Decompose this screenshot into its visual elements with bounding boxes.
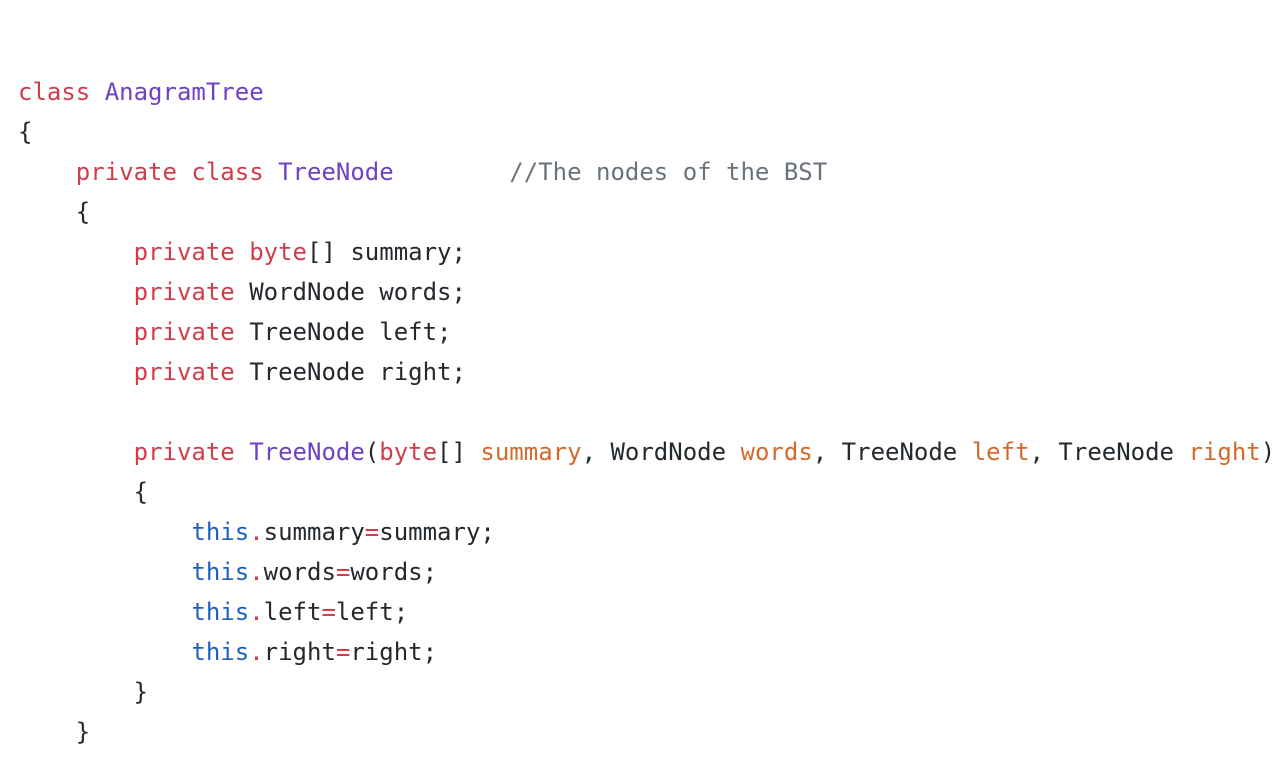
code-token: ) <box>1260 438 1276 466</box>
code-token: class <box>191 158 264 186</box>
code-token <box>18 358 134 386</box>
code-token: right <box>263 638 336 666</box>
code-token: { <box>18 118 33 146</box>
code-token <box>18 278 134 306</box>
code-line: class AnagramTree <box>18 72 1275 112</box>
code-token: ( <box>364 438 380 466</box>
code-token: = <box>321 598 336 626</box>
code-line: private class TreeNode //The nodes of th… <box>18 152 1275 192</box>
code-token: . <box>249 598 264 626</box>
code-token <box>18 438 134 466</box>
code-token: . <box>249 638 264 666</box>
code-token <box>18 598 191 626</box>
code-token: left <box>263 598 322 626</box>
code-token: this <box>191 558 250 586</box>
code-line: } <box>18 672 1275 712</box>
code-line: { <box>18 472 1275 512</box>
code-line: { <box>18 112 1275 152</box>
code-line: private TreeNode(byte[] summary, WordNod… <box>18 432 1276 472</box>
code-token: words <box>740 438 813 466</box>
code-line: this.right=right; <box>18 632 1275 672</box>
code-line: this.summary=summary; <box>18 512 1275 552</box>
code-token <box>18 158 76 186</box>
code-token: words <box>263 558 336 586</box>
code-token: class <box>18 78 91 106</box>
code-token: private <box>75 158 177 186</box>
code-token: . <box>249 518 264 546</box>
code-token: byte <box>249 238 307 266</box>
code-token: { <box>18 198 91 226</box>
code-token: , TreeNode <box>1029 438 1189 466</box>
code-token: [] <box>437 438 481 466</box>
code-token <box>18 238 134 266</box>
code-token: TreeNode <box>249 438 365 466</box>
code-token <box>177 158 191 186</box>
code-token: left <box>971 438 1030 466</box>
code-token <box>394 158 510 186</box>
code-token <box>18 558 191 586</box>
code-token: , WordNode <box>581 438 741 466</box>
code-token: this <box>191 598 250 626</box>
code-token: private <box>133 278 235 306</box>
code-line: private WordNode words; <box>18 272 1275 312</box>
code-token: } <box>18 678 149 706</box>
code-line: this.words=words; <box>18 552 1275 592</box>
code-line: private TreeNode right; <box>18 352 1275 392</box>
code-token: = <box>335 558 351 586</box>
code-token <box>18 638 191 666</box>
code-token: words; <box>350 558 438 586</box>
code-token: AnagramTree <box>104 78 264 106</box>
code-token: TreeNode left; <box>234 318 452 346</box>
code-token <box>235 238 249 266</box>
code-token: , TreeNode <box>812 438 972 466</box>
code-token: private <box>133 318 235 346</box>
code-token: this <box>191 518 250 546</box>
code-token: WordNode words; <box>234 278 466 306</box>
code-token: summary <box>480 438 582 466</box>
code-token <box>18 318 134 346</box>
code-line: ​ <box>18 392 1275 432</box>
code-token: [] summary; <box>307 238 466 266</box>
code-token: //The nodes of the BST <box>509 158 828 186</box>
code-token: = <box>335 638 351 666</box>
code-line: this.left=left; <box>18 592 1275 632</box>
code-line: { <box>18 192 1275 232</box>
code-token: TreeNode right; <box>234 358 466 386</box>
code-token: private <box>133 238 235 266</box>
code-line: private TreeNode left; <box>18 312 1275 352</box>
code-token: private <box>133 438 235 466</box>
code-token <box>264 158 278 186</box>
code-token: this <box>191 638 250 666</box>
code-line: private byte[] summary; <box>18 232 1275 272</box>
code-token: left; <box>335 598 409 626</box>
code-token <box>90 78 104 106</box>
code-token <box>235 438 249 466</box>
code-token: { <box>18 478 149 506</box>
code-token: private <box>133 358 235 386</box>
code-token <box>18 518 191 546</box>
code-token: } <box>18 718 91 746</box>
code-block: class AnagramTree { private class TreeNod… <box>18 72 1275 752</box>
code-token: summary <box>263 518 365 546</box>
code-token: byte <box>379 438 438 466</box>
code-token: . <box>249 558 264 586</box>
code-token: TreeNode <box>278 158 394 186</box>
code-token: summary; <box>379 518 495 546</box>
code-token: right <box>1188 438 1261 466</box>
code-token: = <box>364 518 380 546</box>
code-token: right; <box>350 638 438 666</box>
code-line: } <box>18 712 1275 752</box>
